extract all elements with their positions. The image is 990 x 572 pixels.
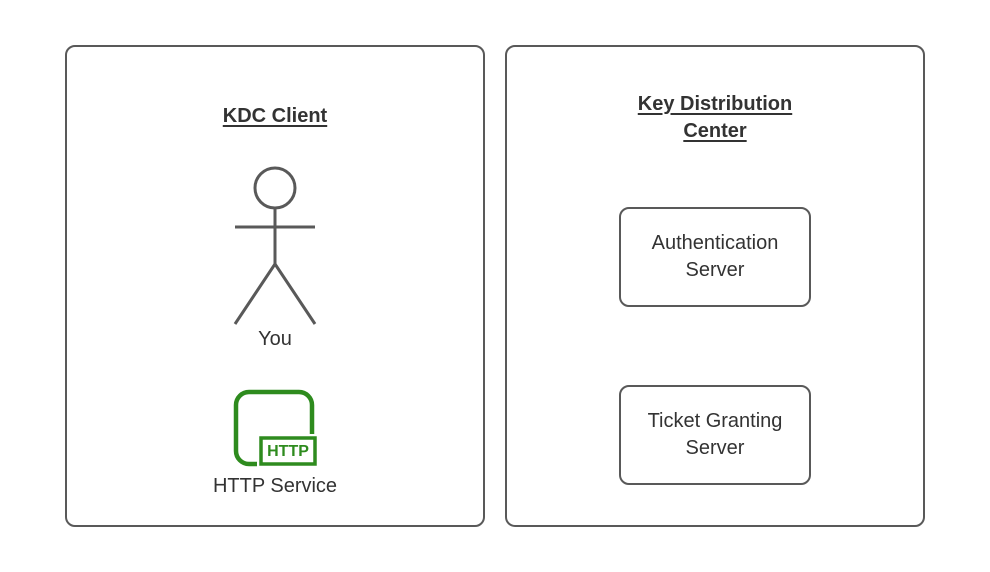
stick-figure-icon	[233, 166, 317, 325]
kdc-title: Key Distribution Center	[507, 91, 923, 145]
kdc-client-panel: KDC Client You HTTP HTTP Service	[65, 45, 485, 527]
ticket-granting-server-label-line2: Server	[685, 437, 745, 459]
actor-label: You	[258, 328, 292, 350]
authentication-server-label-line2: Server	[685, 259, 745, 281]
kdc-title-line2: Center	[507, 118, 923, 145]
kdc-client-title-line: KDC Client	[67, 103, 483, 130]
http-icon-text: HTTP	[267, 443, 309, 460]
kdc-title-line1: Key Distribution	[507, 91, 923, 118]
key-distribution-center-panel: Key Distribution Center Authentication S…	[505, 45, 925, 527]
http-service-icon: HTTP	[233, 389, 317, 467]
kdc-title-line2-text: Center	[683, 120, 747, 142]
kdc-client-title: KDC Client	[67, 103, 483, 130]
http-service-label: HTTP Service	[212, 475, 338, 497]
kdc-title-line1-text: Key Distribution	[637, 93, 793, 115]
authentication-server-label-line1: Authentication	[651, 232, 779, 254]
ticket-granting-server-label-line1: Ticket Granting	[647, 410, 783, 432]
ticket-granting-server-box: Ticket Granting Server	[619, 385, 811, 485]
kdc-client-title-text: KDC Client	[222, 105, 328, 127]
authentication-server-box: Authentication Server	[619, 207, 811, 307]
